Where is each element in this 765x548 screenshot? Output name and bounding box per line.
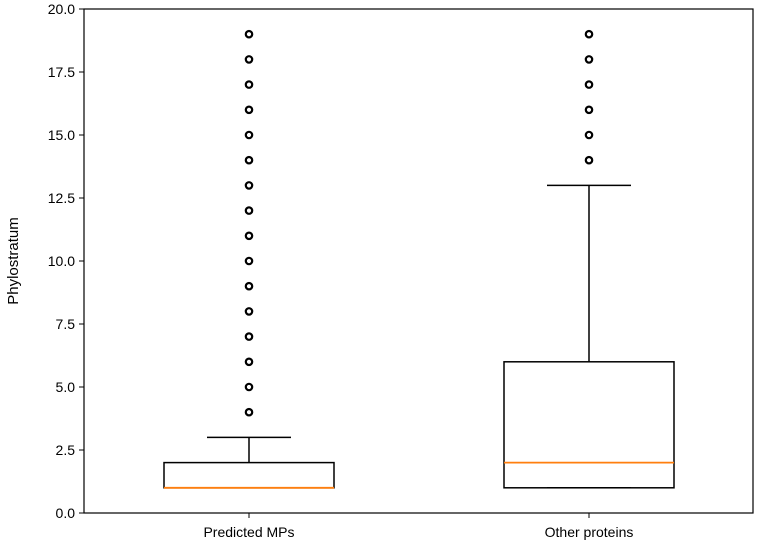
outlier-point [244,382,254,392]
outlier-point [584,155,594,165]
y-axis-label: Phylostratum [5,217,22,305]
x-axis: Predicted MPs Other proteins [203,513,633,540]
y-tick-label: 17.5 [48,64,75,80]
y-tick-label: 20.0 [48,1,75,17]
outlier-point [584,130,594,140]
y-tick-label: 0.0 [56,505,76,521]
box-series [163,29,675,489]
box-iqr [163,461,335,489]
y-tick-label: 15.0 [48,127,75,143]
outlier-point [244,407,254,417]
outlier-point [244,105,254,115]
y-tick-label: 2.5 [56,442,76,458]
y-tick-label: 12.5 [48,190,75,206]
outlier-point [584,29,594,39]
outlier-point [244,307,254,316]
outlier-point [584,55,594,64]
outlier-point [244,357,254,367]
outlier-point [244,332,254,341]
plot-area-frame [83,8,754,514]
y-axis: 0.0 2.5 5.0 7.5 10.0 12.5 15.0 17.5 20.0 [48,1,84,521]
outlier-point [244,281,254,291]
outlier-point [584,105,594,115]
outlier-point [584,80,594,89]
outlier-point [244,130,254,140]
outlier-point [244,206,254,215]
outlier-point [244,155,254,165]
outlier-point [244,231,254,241]
outlier-point [244,80,254,89]
outlier-point [244,29,254,39]
box-group [503,29,675,489]
outlier-point [244,55,254,64]
x-tick-label: Predicted MPs [203,524,294,540]
y-tick-label: 5.0 [56,379,76,395]
outlier-point [244,181,254,190]
y-tick-label: 10.0 [48,253,75,269]
y-tick-label: 7.5 [56,316,76,332]
box-group [163,29,335,489]
outlier-point [244,256,254,266]
x-tick-label: Other proteins [545,524,634,540]
box-iqr [503,361,675,489]
